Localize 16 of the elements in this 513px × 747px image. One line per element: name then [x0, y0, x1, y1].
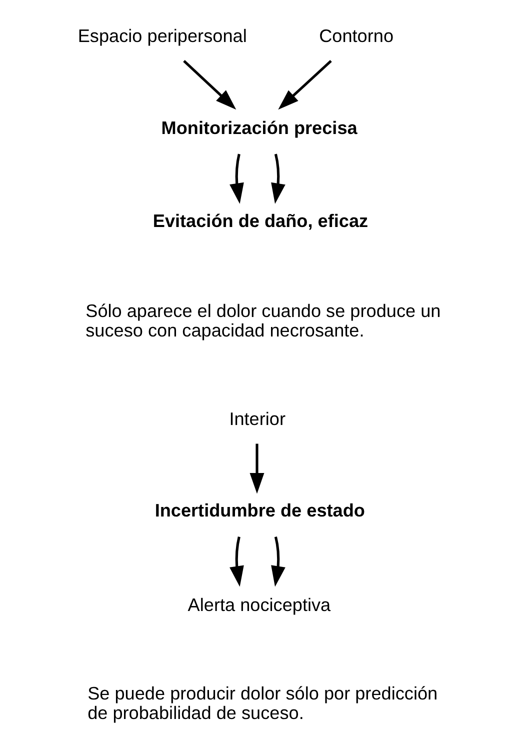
label: Se puede producir dolor sólo por predicción de probabilidad de suceso.	[87, 684, 438, 724]
arrow	[249, 444, 264, 494]
node-text: Contorno	[318, 26, 394, 46]
arrow	[229, 536, 244, 587]
node-text: Evitación de daño, eficaz	[152, 210, 368, 231]
label: Sólo aparece el dolor cuando se produce un suceso con capacidad necrosante.	[85, 300, 440, 340]
node-text: Monitorización precisa	[160, 118, 357, 138]
arrow	[278, 60, 332, 110]
node-text: Incertidumbre de estado	[154, 500, 364, 521]
arrow	[270, 536, 285, 587]
node-text: Alerta nociceptiva	[187, 595, 330, 616]
node-text: Espacio peripersonal	[77, 26, 246, 46]
arrow	[270, 154, 285, 204]
arrow	[182, 60, 236, 110]
node-text: Interior	[228, 408, 286, 429]
arrow	[229, 154, 244, 204]
